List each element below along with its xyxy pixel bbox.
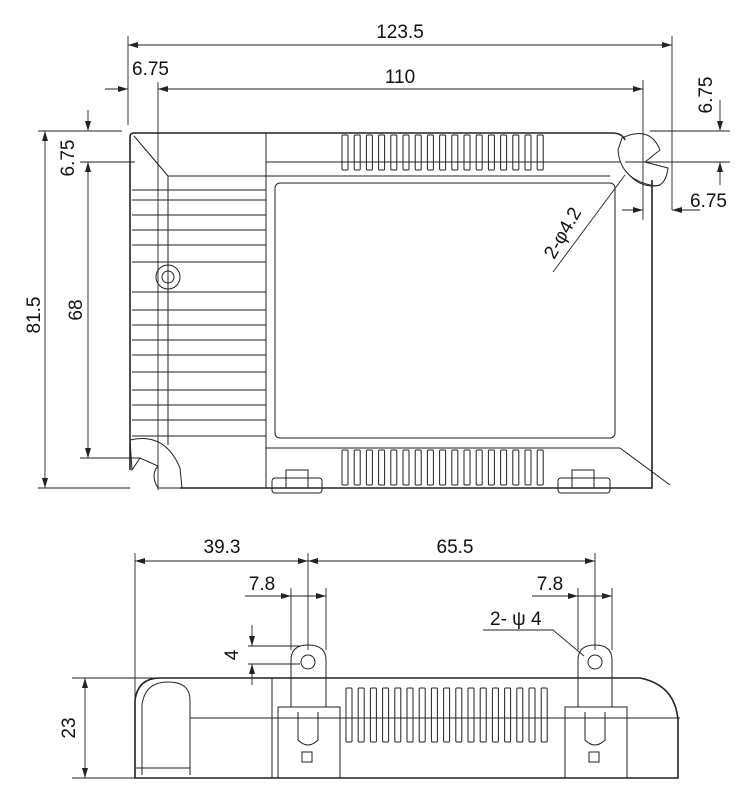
vent-slot (439, 449, 447, 486)
vent-slot (426, 134, 434, 171)
side-view: 39.3 65.5 7.8 7.8 2- ψ 4 4 (59, 537, 680, 779)
dimension-height: 23 (59, 677, 160, 779)
vent-slot (491, 687, 499, 743)
vent-slot (500, 134, 508, 171)
vent-slot (414, 134, 422, 171)
housing-top (129, 132, 671, 494)
vent-slot (426, 449, 434, 486)
vent-slot (382, 687, 390, 743)
vent-slot (394, 687, 402, 743)
clip-left (271, 469, 323, 494)
dimension-hole-height: 4 (222, 625, 300, 685)
dim-label-hole-height: 4 (222, 649, 243, 660)
top-view: 123.5 110 6.75 6.75 6.75 81.5 (24, 22, 730, 494)
dim-label-mount-spacing: 110 (385, 67, 415, 88)
dim-label-overall-width: 81.5 (24, 297, 45, 334)
vent-slot (402, 449, 410, 486)
mount-slot-bottom-left (129, 438, 183, 489)
dim-label-lug-width-left: 7.8 (249, 574, 275, 595)
top-vents (341, 134, 544, 171)
vent-slot (487, 134, 495, 171)
vent-slot (353, 134, 361, 171)
dimension-lug-width-left: 7.8 (245, 574, 327, 650)
dim-label-left-offset: 6.75 (132, 59, 169, 80)
vent-slot (378, 449, 386, 486)
vent-slot (528, 687, 536, 743)
vent-slot (500, 449, 508, 486)
vent-slot (504, 687, 512, 743)
vent-slot (451, 449, 459, 486)
mount-lug-left (277, 644, 341, 779)
vent-slot (430, 687, 438, 743)
mount-lug-right (564, 644, 628, 779)
vent-slot (516, 687, 524, 743)
mount-slot-top-right (617, 133, 669, 187)
side-vents (345, 687, 548, 743)
vent-slot (467, 687, 475, 743)
vent-slot (365, 449, 373, 486)
vent-slot (443, 687, 451, 743)
dimension-overall-length: 123.5 (127, 22, 673, 210)
hole-leader-line (552, 174, 626, 273)
dim-label-right-top-offset: 6.75 (696, 77, 717, 114)
vent-slot (353, 449, 361, 486)
dim-label-lug-width-right: 7.8 (537, 574, 563, 595)
vent-slot (451, 134, 459, 171)
cooling-fins (132, 189, 266, 437)
hole-callout-top: 2-φ4.2 (540, 204, 586, 263)
housing-side (134, 644, 680, 779)
hole-leader-line-side (483, 629, 585, 657)
vent-slot (402, 134, 410, 171)
vent-slot (390, 449, 398, 486)
vent-slot (475, 449, 483, 486)
dimension-right-offsets: 6.75 6.75 (622, 77, 730, 213)
vent-slot (463, 449, 471, 486)
label-panel (274, 182, 616, 439)
vent-slot (536, 449, 544, 486)
clip-right (557, 469, 611, 494)
hole-callout-side: 2- ψ 4 (490, 609, 542, 630)
vent-slot (378, 134, 386, 171)
dim-label-lug-spacing: 65.5 (437, 537, 474, 558)
vent-slot (524, 449, 532, 486)
vent-slot (406, 687, 414, 743)
dimension-overall-width: 81.5 (24, 130, 130, 489)
vent-slot (414, 449, 422, 486)
vent-slot (540, 687, 548, 743)
vent-slot (479, 687, 487, 743)
vent-slot (341, 449, 349, 486)
vent-slot (365, 134, 373, 171)
dim-label-mount-spacing-vertical: 68 (66, 299, 87, 320)
led-indicator (155, 264, 181, 290)
vent-slot (357, 687, 365, 743)
vent-slot (418, 687, 426, 743)
dimension-mount-spacing-vertical: 6.75 68 (58, 110, 140, 459)
vent-slot (341, 134, 349, 171)
vent-slot (439, 134, 447, 171)
vent-slot (475, 134, 483, 171)
bottom-vents (341, 449, 544, 486)
vent-slot (390, 134, 398, 171)
vent-slot (512, 449, 520, 486)
vent-slot (512, 134, 520, 171)
dimension-lug-width-right: 7.8 (532, 574, 613, 650)
vent-slot (345, 687, 353, 743)
vent-slot (487, 449, 495, 486)
vent-slot (369, 687, 377, 743)
dimension-left-to-lug: 39.3 65.5 (134, 537, 596, 773)
dimension-mount-spacing: 110 6.75 (105, 59, 644, 490)
dim-label-overall-length: 123.5 (376, 22, 424, 43)
vent-slot (524, 134, 532, 171)
dim-label-top-left-offset: 6.75 (58, 140, 79, 177)
vent-slot (463, 134, 471, 171)
dim-label-right-side-offset: 6.75 (690, 191, 727, 212)
vent-slot (455, 687, 463, 743)
vent-slot (536, 134, 544, 171)
dim-label-height: 23 (59, 717, 80, 738)
dim-label-left-to-lug: 39.3 (204, 537, 241, 558)
